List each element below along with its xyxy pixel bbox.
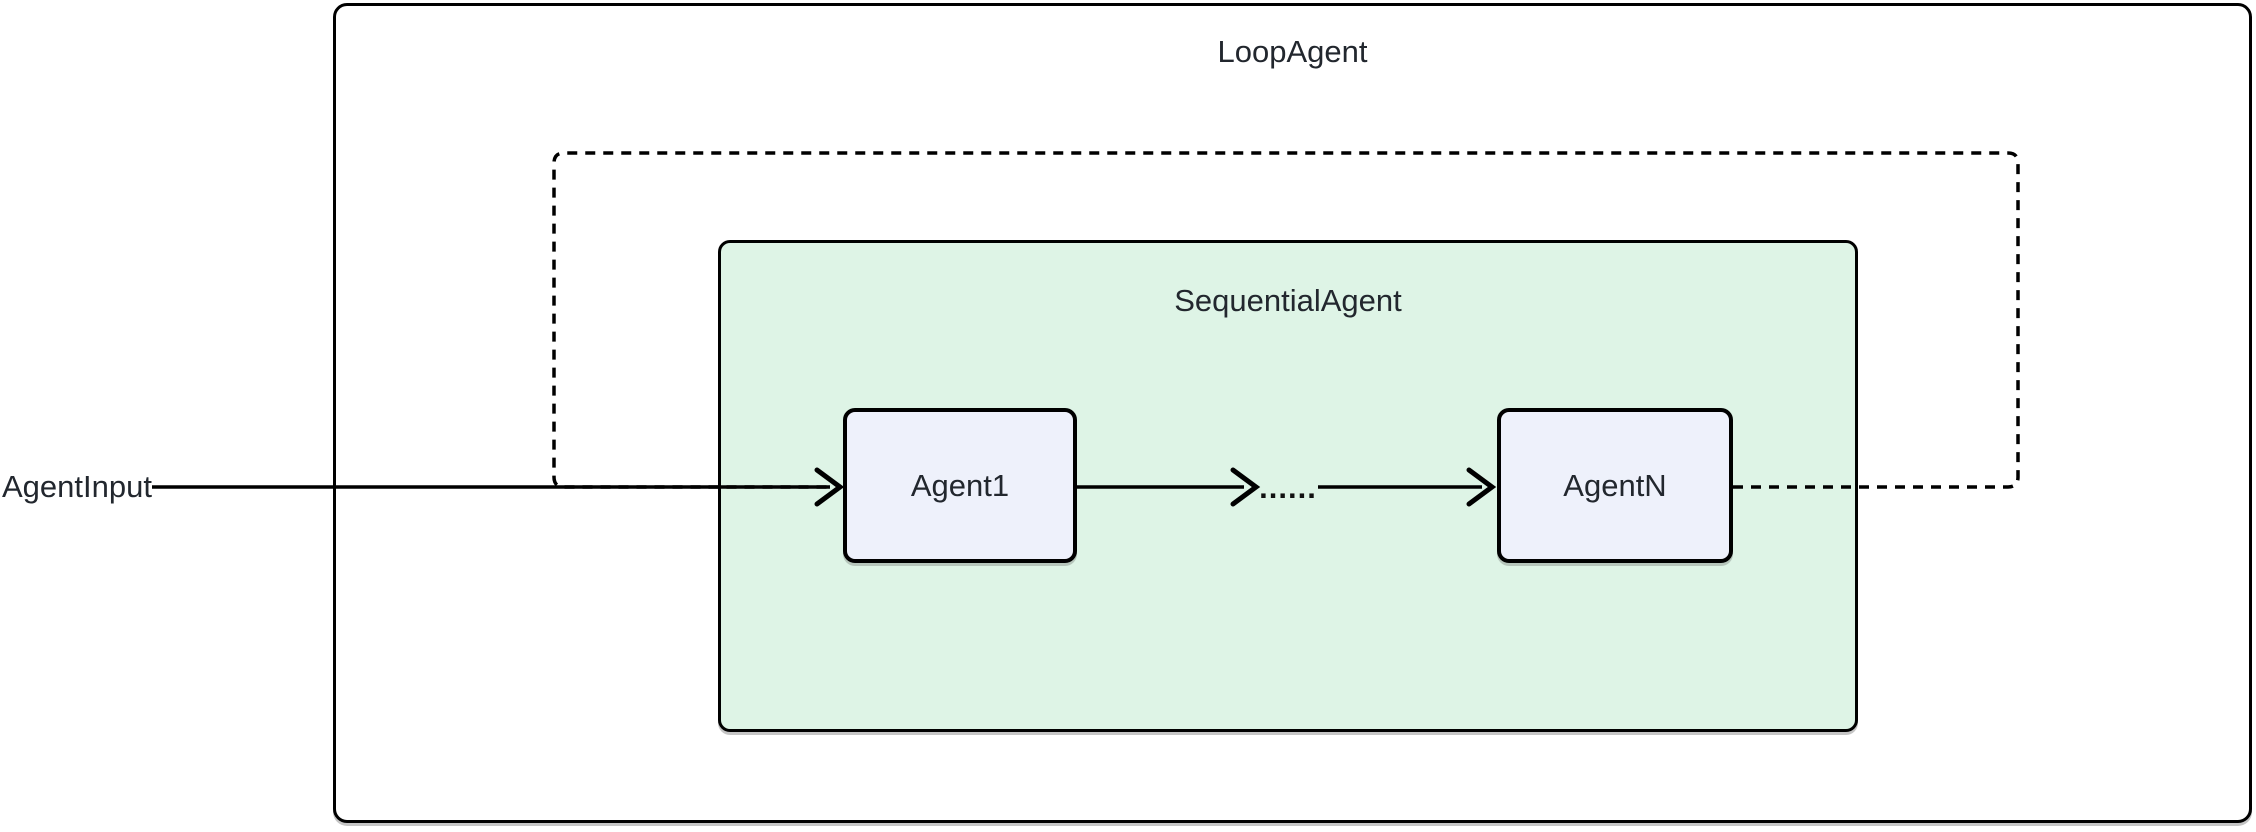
sequential-agent-title: SequentialAgent xyxy=(1174,283,1402,318)
node-agent1: Agent1 xyxy=(843,408,1077,563)
edge-ellipsis-label: ...... xyxy=(1259,470,1317,505)
loop-agent-title: LoopAgent xyxy=(1217,34,1368,69)
node-agentn: AgentN xyxy=(1497,408,1733,563)
node-agentn-label: AgentN xyxy=(1563,467,1667,503)
agent-input-label: AgentInput xyxy=(2,469,152,504)
node-agent1-label: Agent1 xyxy=(910,467,1010,503)
